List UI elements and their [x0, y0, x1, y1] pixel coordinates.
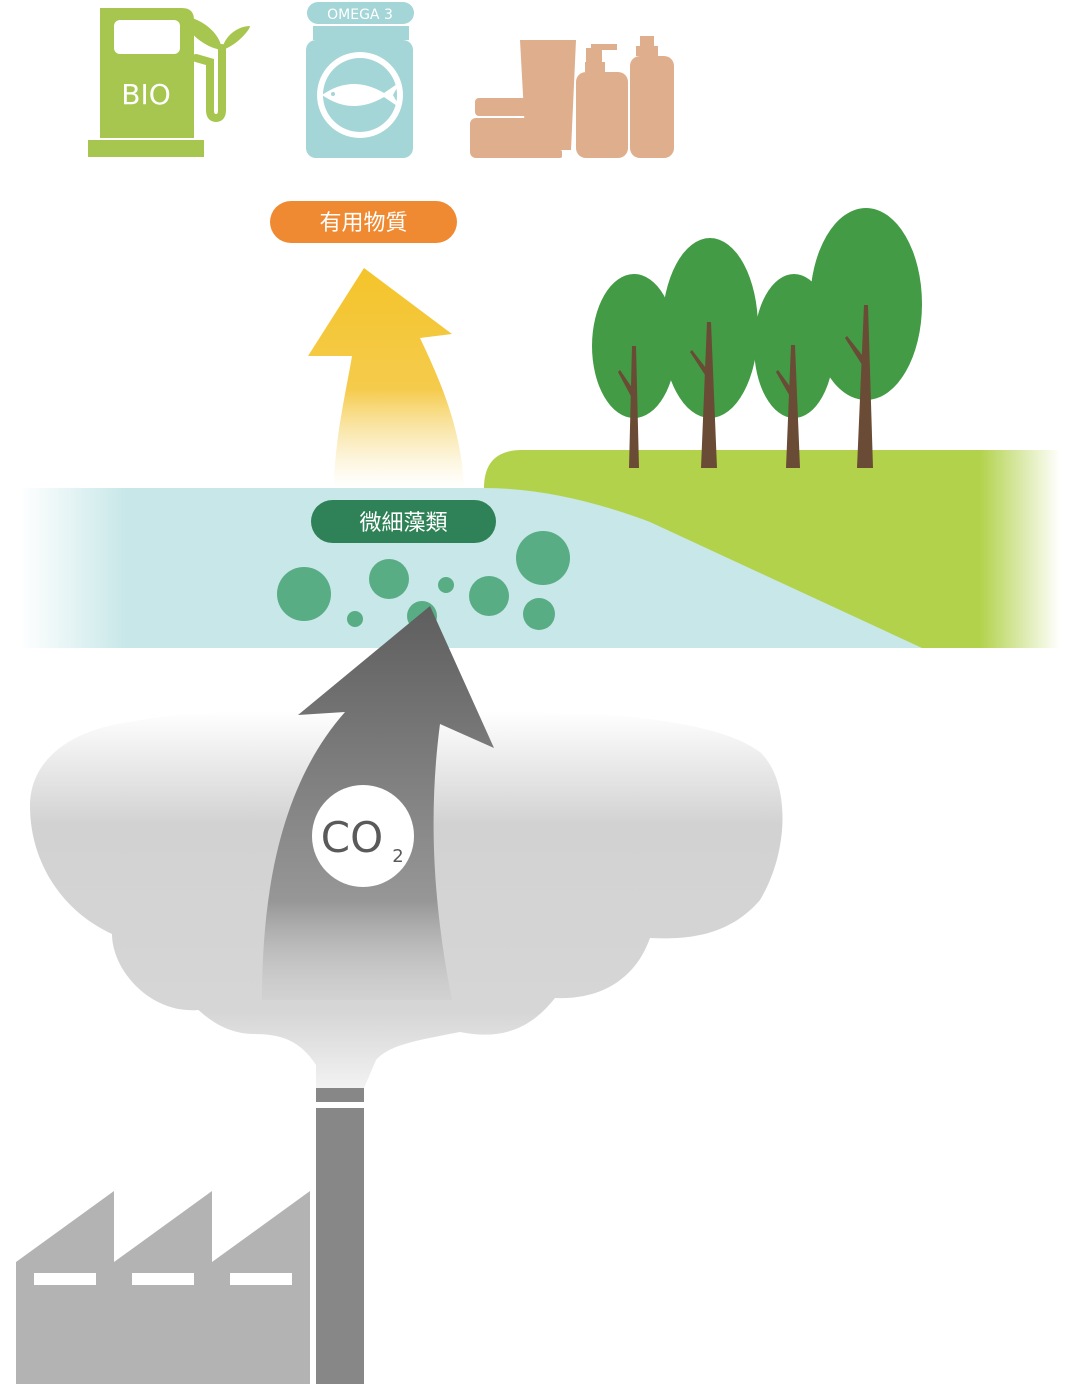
forest [592, 208, 922, 468]
bio-label: BIO [121, 78, 171, 111]
omega3-fish-oil-jar-icon: OMEGA 3 [306, 2, 414, 158]
useful-substances-label: 有用物質 [319, 211, 407, 236]
useful-substances-badge: 有用物質 [270, 201, 457, 243]
factory-window [34, 1273, 96, 1285]
algae-cell [438, 577, 454, 593]
microalgae-label: 微細藻類 [359, 511, 447, 536]
algae-cell [369, 559, 409, 599]
algae-cell [469, 576, 509, 616]
factory [16, 1191, 310, 1384]
tree [662, 238, 758, 468]
microalgae-badge: 微細藻類 [311, 500, 496, 543]
algae-cell [516, 531, 570, 585]
omega3-label: OMEGA 3 [327, 7, 393, 23]
co2-label: CO [321, 813, 383, 862]
useful-substances-arrow [308, 268, 464, 488]
algae-cell [347, 611, 363, 627]
fish-icon [322, 82, 400, 108]
tree [810, 208, 922, 468]
chimney [316, 1088, 364, 1384]
algae-cell [523, 598, 555, 630]
water-pond [20, 488, 922, 648]
tree [592, 274, 676, 468]
cosmetics-bottles-icon [470, 36, 674, 158]
co2-badge: CO 2 [312, 785, 414, 887]
algae-cell [277, 567, 331, 621]
bio-fuel-pump-icon: BIO [88, 8, 250, 157]
factory-window [132, 1273, 194, 1285]
co2-subscript: 2 [392, 846, 403, 867]
factory-window [230, 1273, 292, 1285]
